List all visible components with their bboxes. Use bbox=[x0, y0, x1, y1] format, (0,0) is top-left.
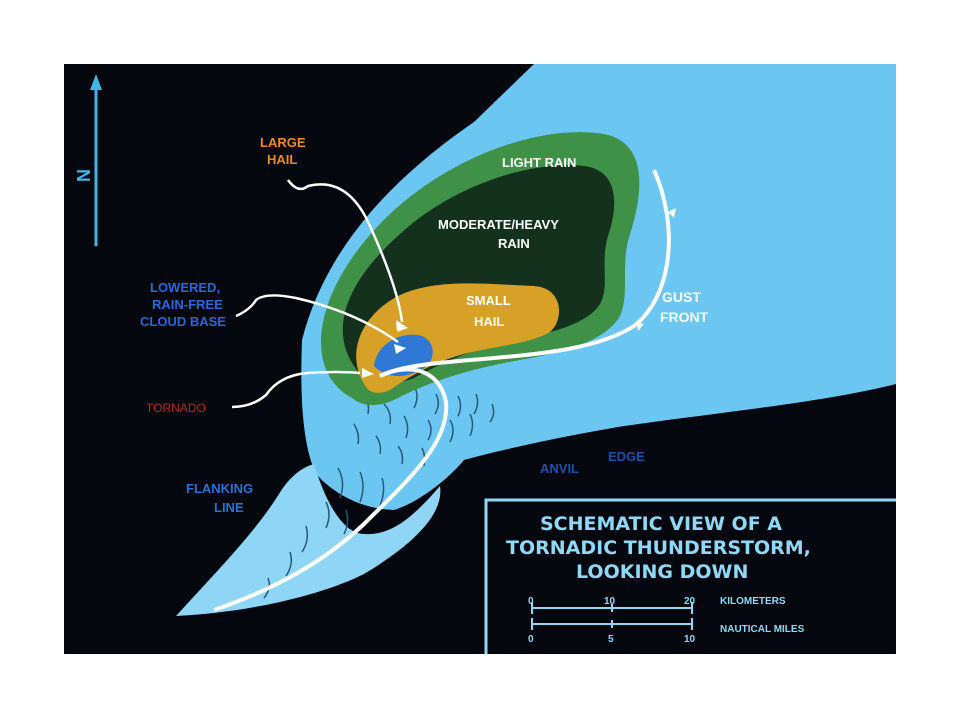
scale-nm-tick: 5 bbox=[608, 634, 614, 645]
label-small-hail: HAIL bbox=[474, 314, 504, 329]
north-label: N bbox=[74, 169, 94, 182]
gust-front-line bbox=[379, 169, 671, 378]
label-tornado: TORNADO bbox=[146, 401, 206, 415]
label-flanking-line: LINE bbox=[214, 500, 244, 515]
label-large-hail: LARGE bbox=[260, 135, 306, 150]
leader-arrows bbox=[231, 179, 404, 409]
flanking-line-cloud bbox=[176, 464, 441, 616]
label-flanking-line: FLANKING bbox=[186, 481, 253, 496]
large-hail-pointer bbox=[286, 179, 404, 323]
slide-panel: N LARGE HAIL LIGHT RAIN MODERATE/HEAVY R… bbox=[64, 64, 896, 654]
tornado-pointer bbox=[231, 370, 361, 409]
scale-km-tick: 0 bbox=[528, 596, 534, 607]
label-lowered-cloud-base: LOWERED, bbox=[150, 280, 220, 295]
label-moderate-heavy-rain: MODERATE/HEAVY bbox=[438, 217, 559, 232]
scale-km-tick: 10 bbox=[604, 596, 616, 607]
legend-title: SCHEMATIC VIEW OF A bbox=[540, 513, 782, 535]
scale-km-tick: 20 bbox=[684, 596, 696, 607]
label-moderate-heavy-rain: RAIN bbox=[498, 236, 530, 251]
label-edge: EDGE bbox=[608, 449, 645, 464]
arrowhead-icon bbox=[362, 368, 374, 378]
label-gust-front: GUST bbox=[662, 289, 701, 305]
gust-front-barb bbox=[668, 208, 676, 218]
scale-bar-nm: 0 5 10 NAUTICAL MILES bbox=[528, 618, 805, 645]
scale-nm-unit: NAUTICAL MILES bbox=[720, 624, 805, 635]
gust-front-barb bbox=[636, 322, 644, 331]
arrowhead-icon bbox=[394, 344, 406, 354]
scale-nm-tick: 10 bbox=[684, 634, 696, 645]
arrowhead-icon bbox=[396, 320, 408, 332]
label-anvil: ANVIL bbox=[540, 461, 579, 476]
flanking-gust-line bbox=[213, 367, 449, 612]
legend-title: LOOKING DOWN bbox=[576, 561, 748, 583]
scale-km-unit: KILOMETERS bbox=[720, 596, 786, 607]
label-small-hail: SMALL bbox=[466, 293, 511, 308]
label-lowered-cloud-base: RAIN-FREE bbox=[152, 297, 223, 312]
cloud-base-pointer bbox=[235, 294, 399, 344]
legend-box: SCHEMATIC VIEW OF A TORNADIC THUNDERSTOR… bbox=[484, 498, 896, 654]
scale-nm-tick: 0 bbox=[528, 634, 534, 645]
north-arrow-icon bbox=[90, 74, 102, 246]
label-light-rain: LIGHT RAIN bbox=[502, 155, 576, 170]
thunderstorm-diagram: N LARGE HAIL LIGHT RAIN MODERATE/HEAVY R… bbox=[74, 64, 896, 654]
scale-bar-km: 0 10 20 KILOMETERS bbox=[528, 596, 786, 614]
label-lowered-cloud-base: CLOUD BASE bbox=[140, 314, 226, 329]
legend-title: TORNADIC THUNDERSTORM, bbox=[506, 537, 811, 559]
label-large-hail: HAIL bbox=[267, 152, 297, 167]
label-gust-front: FRONT bbox=[660, 309, 709, 325]
